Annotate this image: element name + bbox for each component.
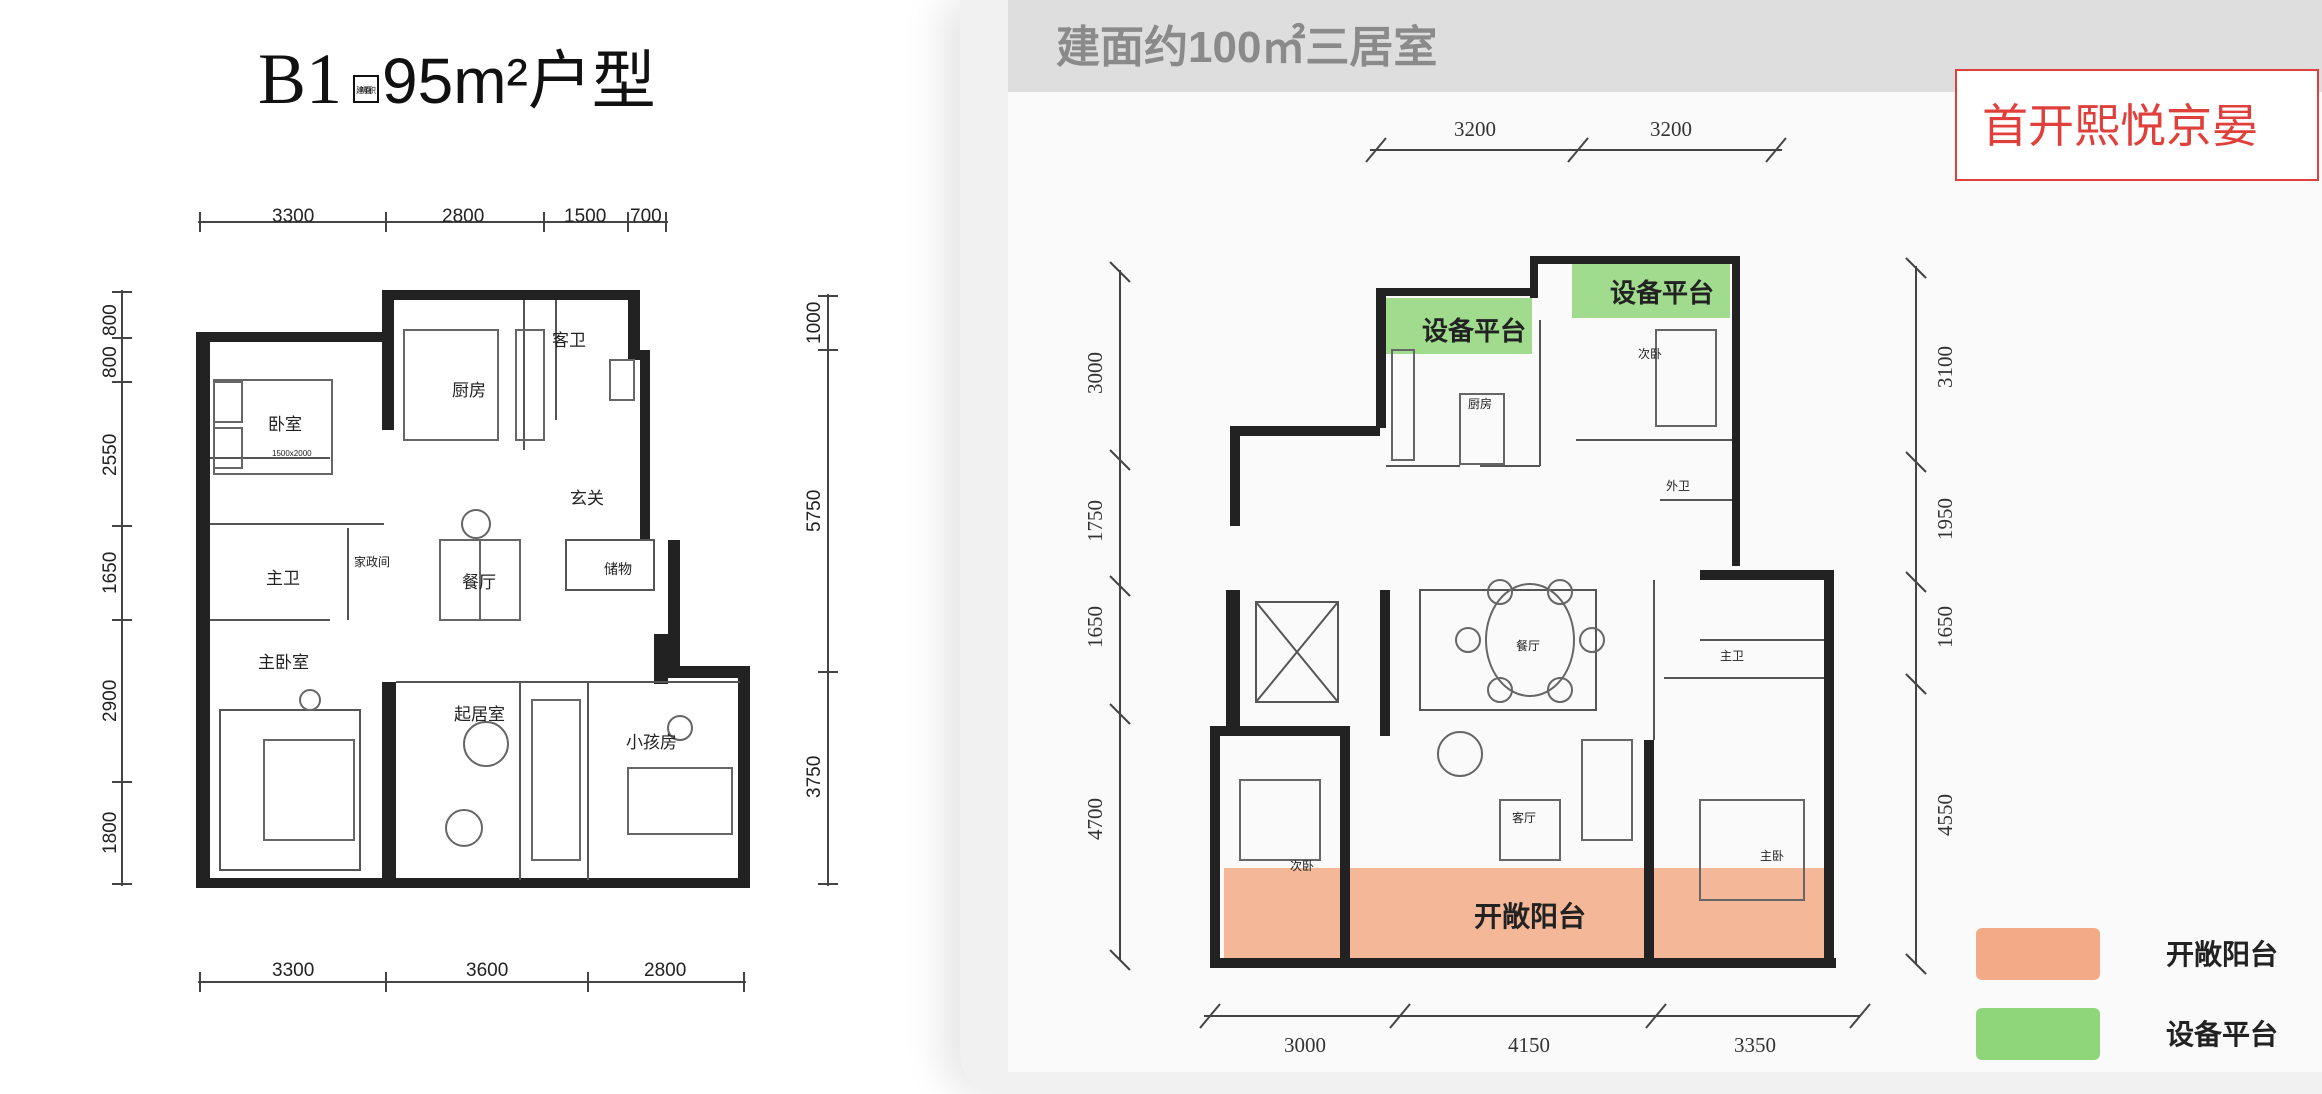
right-side-dim-3: 3750 — [804, 756, 825, 798]
left-top-dim-2: 2800 — [442, 206, 484, 227]
right-side-dim-1: 1000 — [804, 302, 825, 344]
right-right-dim-2: 1950 — [1933, 498, 1957, 540]
left-room-master-bath: 主卫 — [266, 569, 300, 588]
right-left-dim-4: 4700 — [1083, 798, 1107, 840]
right-interior-lines — [1255, 320, 1824, 740]
right-floor-plan: 建面约100㎡三居室 首开熙悦京晏 3200 3200 3000 4150 33… — [1008, 0, 2322, 1072]
left-bottom-dim-3: 2800 — [644, 960, 686, 981]
left-room-master-bedroom: 主卧室 — [258, 653, 309, 672]
left-side-dim-2: 800 — [100, 346, 121, 378]
right-top-dim-1: 3200 — [1454, 117, 1496, 141]
left-title-code: B1 — [258, 39, 342, 119]
left-side-dim-3: 2550 — [100, 434, 121, 476]
right-room-kitchen: 厨房 — [1468, 396, 1492, 411]
right-room-second-bedroom-top: 次卧 — [1638, 347, 1662, 361]
left-room-living: 起居室 — [454, 705, 505, 724]
left-room-kids: 小孩房 — [626, 733, 677, 752]
left-floor-plan-panel: B1 建筑面积 95m²户型 3300 2800 1500 700 3300 3… — [0, 0, 960, 1094]
right-right-dim-3: 1650 — [1933, 606, 1957, 648]
right-header-title: 建面约100㎡三居室 — [1056, 22, 1437, 72]
right-bottom-dim-2: 4150 — [1508, 1033, 1550, 1057]
left-room-dining: 餐厅 — [462, 573, 496, 592]
right-room-master-bedroom: 主卧 — [1760, 849, 1784, 863]
right-top-dim-2: 3200 — [1650, 117, 1692, 141]
platform-zone-a — [1384, 298, 1532, 354]
right-walls — [1210, 256, 1836, 968]
left-walls — [196, 290, 750, 888]
left-title-area: 95m²户型 — [382, 45, 656, 117]
right-room-guest-bath: 外卫 — [1666, 479, 1690, 493]
left-room-bedroom: 卧室 — [268, 415, 302, 434]
left-room-entrance: 玄关 — [570, 489, 604, 508]
legend: 开敞阳台 设备平台 — [1976, 928, 2278, 1060]
right-room-master-bath: 主卫 — [1720, 649, 1744, 663]
brand-name: 首开熙悦京晏 — [1982, 100, 2258, 152]
left-room-kitchen: 厨房 — [452, 381, 486, 400]
left-top-dim-1: 3300 — [272, 206, 314, 227]
platform-zone-b — [1572, 262, 1730, 318]
balcony-zone — [1224, 868, 1832, 964]
left-interior-lines — [210, 300, 740, 880]
left-side-dim-5: 2900 — [100, 680, 121, 722]
left-side-dim-1: 800 — [100, 304, 121, 336]
left-bottom-dim-2: 3600 — [466, 960, 508, 981]
right-furniture — [1239, 329, 1805, 901]
right-zone-balcony: 开敞阳台 — [1474, 900, 1586, 932]
left-furniture — [213, 329, 733, 861]
right-room-second-bedroom-bottom: 次卧 — [1290, 859, 1314, 873]
legend-label-balcony: 开敞阳台 — [2166, 938, 2278, 970]
left-top-dim-3: 1500 — [564, 206, 606, 227]
left-floor-plan: B1 建筑面积 95m²户型 3300 2800 1500 700 3300 3… — [100, 39, 838, 992]
right-left-dim-3: 1650 — [1083, 606, 1107, 648]
left-side-dim-4: 1650 — [100, 552, 121, 594]
right-bottom-dim-1: 3000 — [1284, 1033, 1326, 1057]
left-side-dim-6: 1800 — [100, 812, 121, 854]
right-zone-platform-b: 设备平台 — [1610, 278, 1714, 308]
legend-swatch-balcony — [1976, 928, 2100, 980]
right-floor-plan-card: 建面约100㎡三居室 首开熙悦京晏 3200 3200 3000 4150 33… — [960, 0, 2322, 1094]
legend-label-platform: 设备平台 — [2166, 1018, 2278, 1050]
right-right-dim-1: 3100 — [1933, 346, 1957, 388]
left-bottom-dim-1: 3300 — [272, 960, 314, 981]
right-right-dim-4: 4550 — [1933, 794, 1957, 836]
left-room-guest-bath: 客卫 — [552, 331, 586, 350]
left-title-badge-box — [353, 75, 379, 103]
brand-box — [1955, 69, 2319, 181]
left-room-storage: 储物 — [604, 561, 632, 577]
right-left-dim-2: 1750 — [1083, 500, 1107, 542]
right-bottom-dim-3: 3350 — [1734, 1033, 1776, 1057]
right-zone-platform-a: 设备平台 — [1422, 316, 1526, 346]
left-title-badge: 建筑面积 — [356, 85, 376, 95]
left-room-bed-size: 1500x2000 — [272, 449, 312, 458]
right-room-dining: 餐厅 — [1516, 638, 1540, 653]
right-side-dim-2: 5750 — [804, 490, 825, 532]
legend-swatch-platform — [1976, 1008, 2100, 1060]
right-left-dim-1: 3000 — [1083, 352, 1107, 394]
right-room-living: 客厅 — [1512, 810, 1536, 825]
left-top-dim-4: 700 — [630, 206, 662, 227]
left-room-housework: 家政间 — [354, 554, 390, 569]
